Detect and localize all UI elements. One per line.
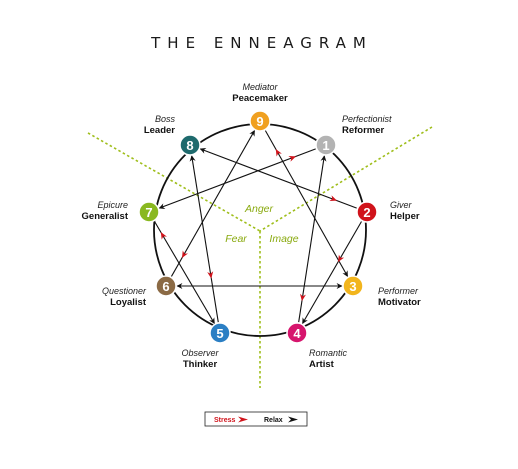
node-5: 5: [209, 322, 231, 344]
label-3: Performer Motivator: [378, 286, 421, 308]
type-name: Generalist: [82, 211, 129, 222]
legend: Stress Relax: [204, 411, 308, 427]
type-name: Leader: [144, 125, 175, 136]
node-circle: [356, 201, 378, 223]
label-5: Observer Thinker: [181, 348, 219, 370]
node-circle: [315, 134, 337, 156]
node-number: 6: [162, 279, 169, 294]
legend-box: [204, 411, 308, 427]
role-label: Questioner: [102, 286, 147, 296]
stress-arrow-7-1: [288, 156, 297, 162]
node-8: 8: [179, 134, 201, 156]
zone-label-image: Image: [269, 233, 298, 245]
node-number: 2: [363, 205, 370, 220]
connection-line-2-4: [302, 221, 362, 324]
enneagram-circle: [153, 123, 367, 337]
label-1: Perfectionist Reformer: [342, 114, 392, 136]
type-name: Artist: [309, 359, 335, 370]
zone-label-fear: Fear: [225, 233, 247, 245]
stress-arrow-2-4: [337, 254, 345, 263]
node-4: 4: [286, 322, 308, 344]
divider-line: [259, 126, 433, 232]
node-circle: [286, 322, 308, 344]
zone-label-anger: Anger: [244, 203, 274, 215]
node-7: 7: [138, 201, 160, 223]
stress-arrow-8-2: [329, 195, 338, 201]
label-7: Epicure Generalist: [82, 200, 129, 222]
label-6: Questioner Loyalist: [102, 286, 147, 308]
type-name: Loyalist: [110, 297, 147, 308]
role-label: Performer: [378, 286, 419, 296]
node-2: 2: [356, 201, 378, 223]
connection-line-6-9: [170, 130, 256, 277]
legend-relax-label: Relax: [264, 417, 283, 424]
node-3: 3: [342, 275, 364, 297]
type-name: Peacemaker: [232, 93, 288, 104]
stress-arrow-8-5: [207, 271, 214, 279]
connection-line-8-2: [199, 148, 357, 209]
stress-arrow-9-6: [181, 250, 189, 259]
node-circle: [138, 201, 160, 223]
stress-arrow-1-4: [300, 293, 306, 302]
role-label: Observer: [181, 348, 219, 358]
role-label: Perfectionist: [342, 114, 392, 124]
role-label: Giver: [390, 200, 413, 210]
node-number: 8: [186, 138, 193, 153]
connection-line-7-5: [154, 221, 215, 325]
role-label: Romantic: [309, 348, 348, 358]
node-number: 5: [216, 326, 223, 341]
legend-stress-arrow: [238, 416, 248, 423]
node-9: 9: [249, 110, 271, 132]
connection-line-1-7: [158, 148, 316, 209]
node-number: 4: [293, 326, 301, 341]
type-name: Motivator: [378, 297, 421, 308]
connection-lines: [154, 130, 362, 325]
connection-line-9-3: [264, 130, 349, 277]
node-number: 3: [349, 279, 356, 294]
node-6: 6: [155, 275, 177, 297]
label-4: Romantic Artist: [309, 348, 348, 370]
node-number: 9: [256, 114, 263, 129]
node-number: 1: [322, 138, 329, 153]
label-2: Giver Helper: [390, 200, 420, 222]
legend-stress-label: Stress: [214, 417, 236, 424]
node-circle: [209, 322, 231, 344]
stress-arrow-5-7: [160, 232, 167, 240]
type-name: Reformer: [342, 125, 385, 136]
label-9: Mediator Peacemaker: [232, 82, 288, 104]
node-circle: [342, 275, 364, 297]
page-title: THE ENNEAGRAM: [150, 34, 373, 52]
type-name: Helper: [390, 211, 420, 222]
node-circle: [155, 275, 177, 297]
type-name: Thinker: [183, 359, 218, 370]
node-1: 1: [315, 134, 337, 156]
role-label: Mediator: [242, 82, 278, 92]
legend-relax-arrow: [288, 416, 298, 423]
node-circle: [179, 134, 201, 156]
label-8: Boss Leader: [144, 114, 176, 136]
stress-arrow-3-9: [275, 148, 282, 157]
connection-line-5-8: [189, 155, 219, 323]
role-label: Epicure: [97, 200, 128, 210]
role-label: Boss: [155, 114, 176, 124]
divider-lines: [87, 126, 433, 388]
node-circle: [249, 110, 271, 132]
connection-line-4-1: [298, 155, 327, 323]
node-number: 7: [145, 205, 152, 220]
